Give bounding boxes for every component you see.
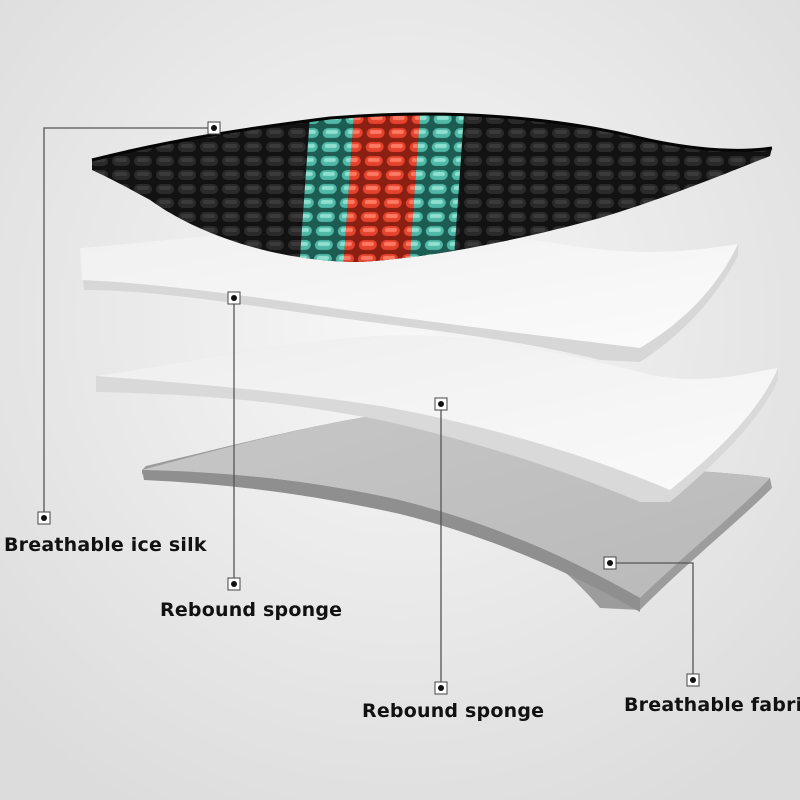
marker-sponge-2-bottom — [434, 681, 448, 695]
breathable-ice-silk-layer — [91, 112, 773, 262]
teal-stripe-left — [298, 114, 356, 262]
marker-sponge-2-top — [434, 397, 448, 411]
red-stripe — [342, 114, 422, 262]
leader-line-ice-silk — [43, 127, 214, 518]
marker-sponge-1-bottom — [227, 577, 241, 591]
label-rebound-sponge-1: Rebound sponge — [160, 599, 343, 621]
label-breathable-ice-silk: Breathable ice silk — [4, 534, 207, 556]
rebound-sponge-layer-1 — [80, 225, 738, 362]
rebound-sponge-layer-2 — [96, 335, 778, 502]
leader-line-fabric — [610, 562, 694, 680]
markers — [37, 121, 700, 695]
label-breathable-fabric: Breathable fabric — [624, 694, 800, 716]
marker-ice-silk-top — [207, 121, 221, 135]
marker-ice-silk-bottom — [37, 511, 51, 525]
marker-fabric-top — [603, 556, 617, 570]
leader-lines — [43, 127, 694, 688]
marker-fabric-bottom — [686, 673, 700, 687]
marker-sponge-1-top — [227, 291, 241, 305]
label-rebound-sponge-2: Rebound sponge — [362, 700, 545, 722]
teal-stripe-right — [408, 114, 466, 262]
